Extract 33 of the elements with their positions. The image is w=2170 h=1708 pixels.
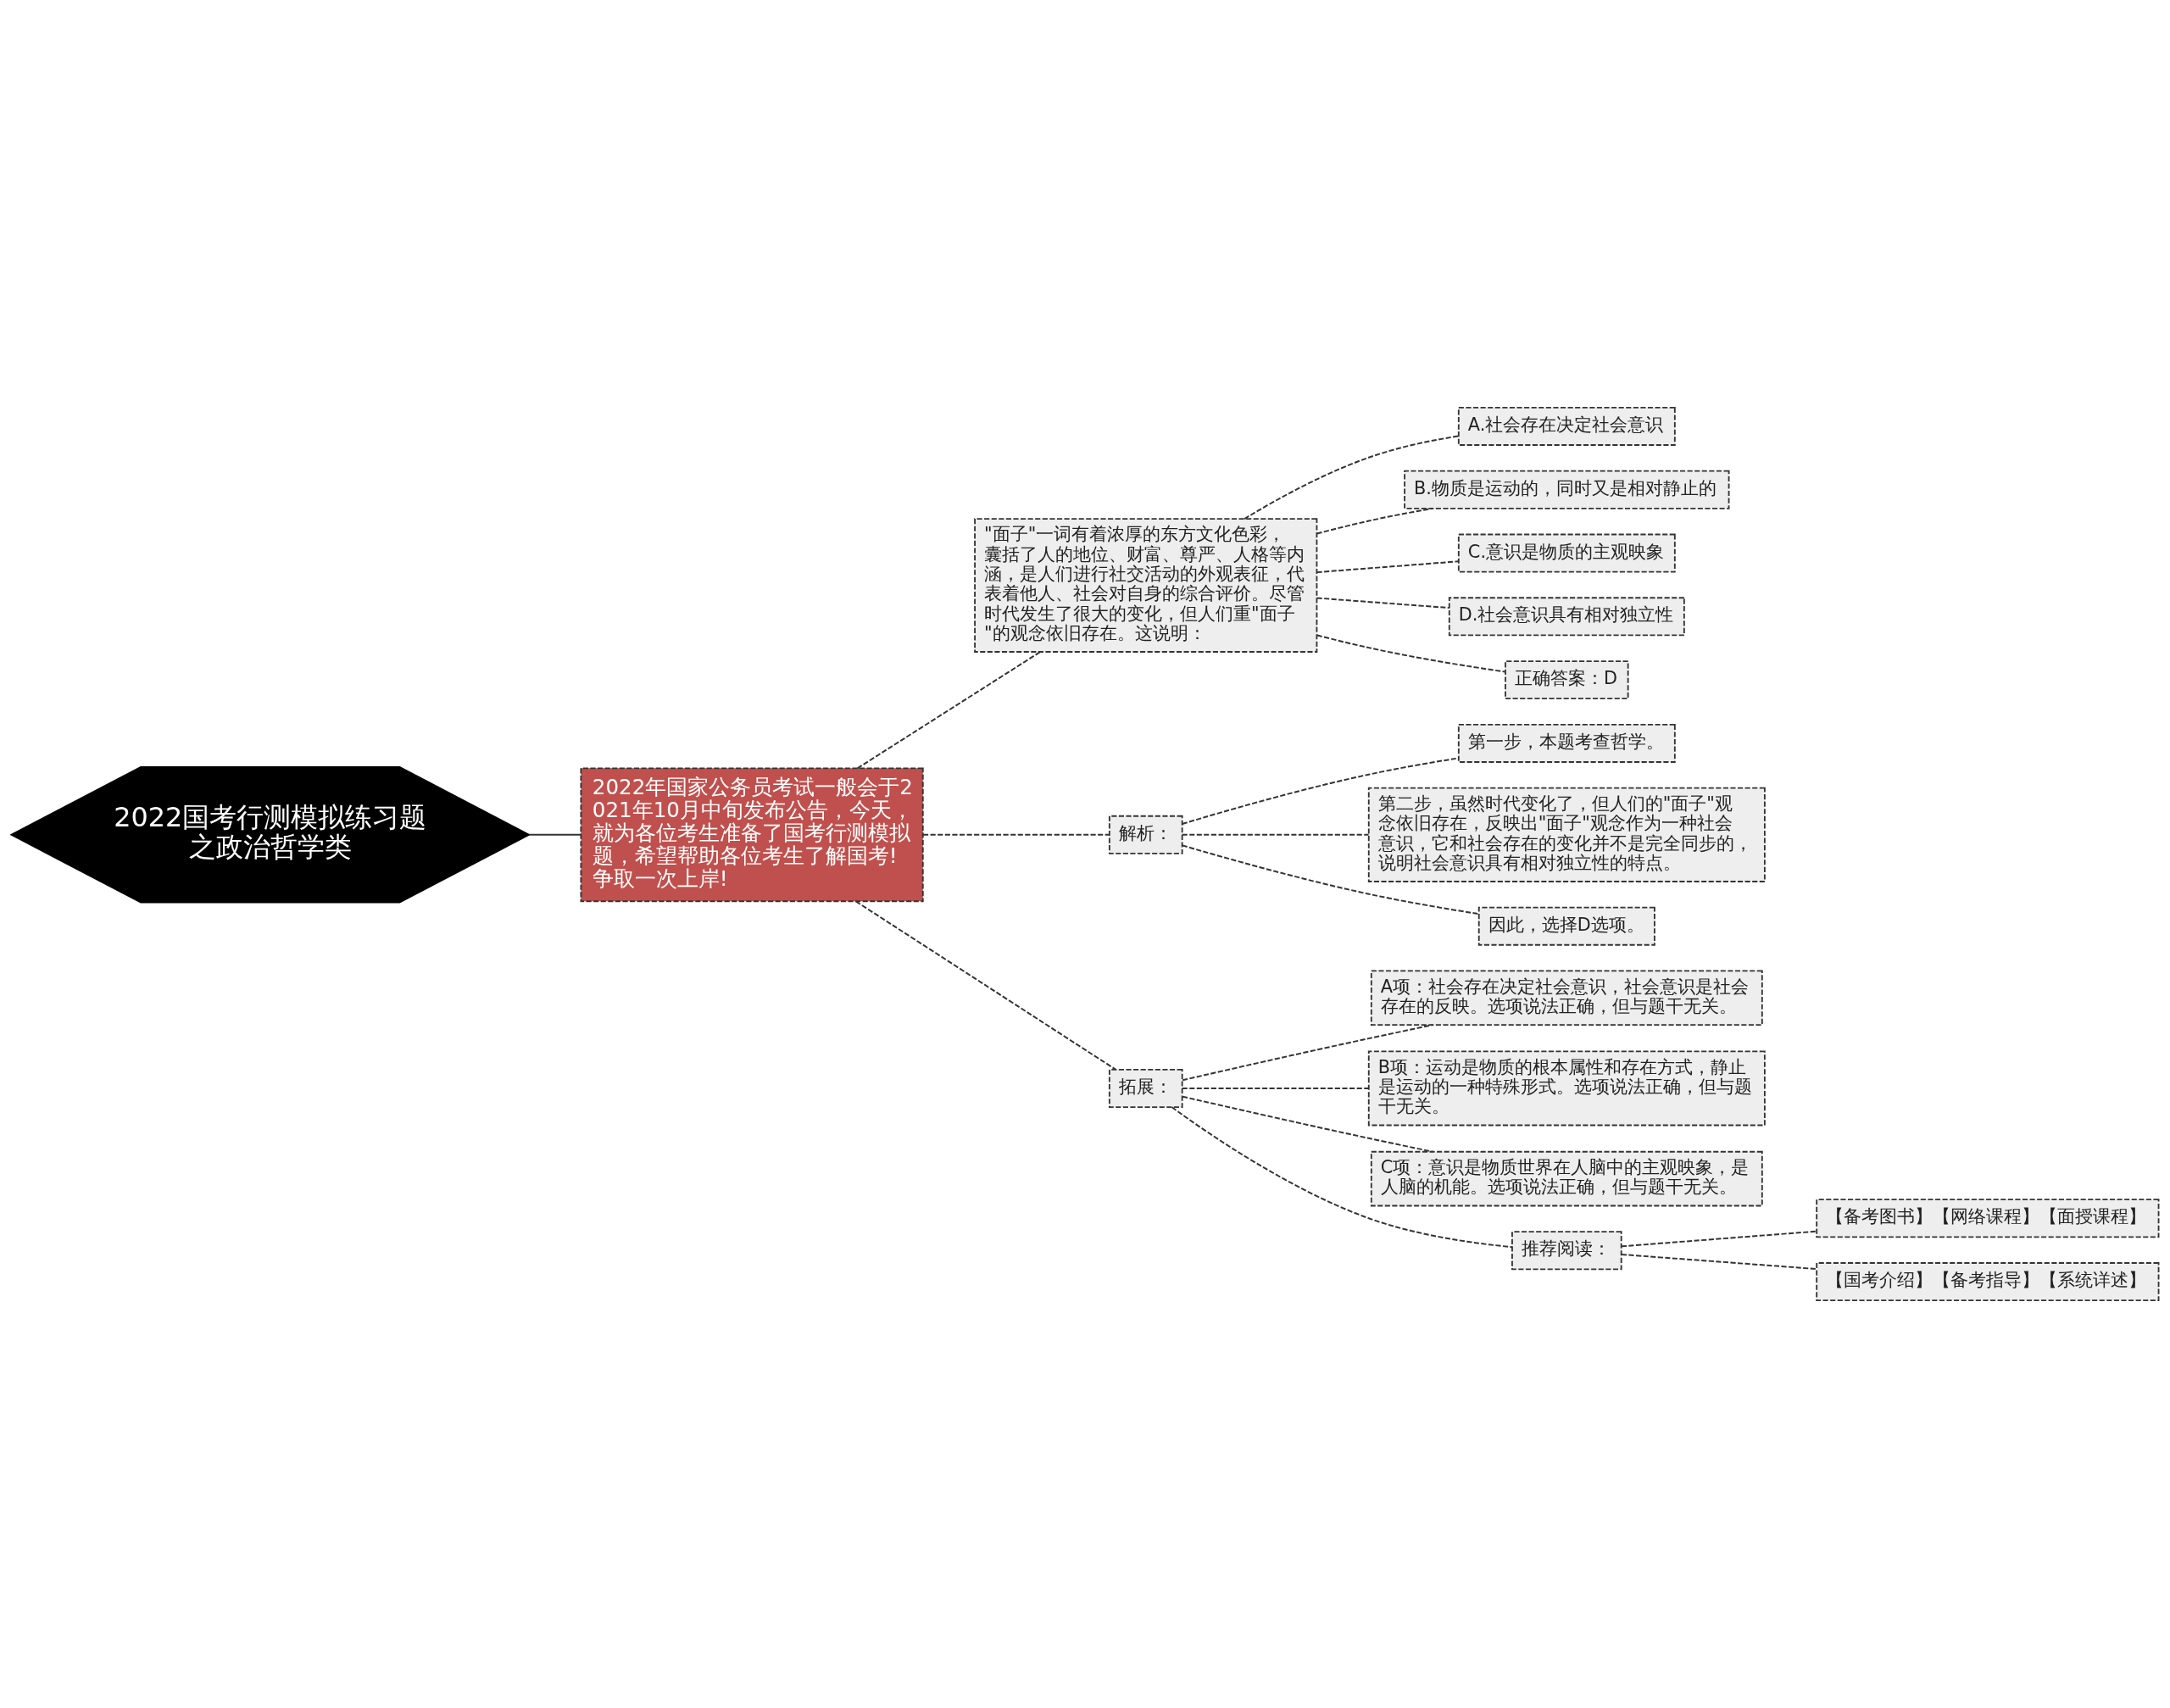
connector (1181, 844, 1480, 915)
node-box: C项：意识是物质世界在人脑中的主观映象，是人脑的机能。选项说法正确，但与题干无关。 (1370, 1150, 1763, 1207)
node-box: 【备考图书】【网络课程】【面授课程】 (1816, 1199, 2160, 1238)
connector (528, 833, 582, 836)
node-box: D.社会意识具有相对独立性 (1448, 597, 1685, 637)
connector (856, 651, 1042, 770)
connector (1316, 507, 1434, 535)
connector (1181, 833, 1370, 836)
connector (922, 833, 1110, 836)
node-box: A.社会存在决定社会意识 (1457, 406, 1676, 446)
node-box: 拓展： (1108, 1069, 1183, 1108)
connector (1181, 1088, 1370, 1089)
connector (1621, 1254, 1818, 1271)
node-box: 因此，选择D选项。 (1477, 906, 1655, 946)
node-box: "面子"一词有着浓厚的东方文化色彩，囊括了人的地位、财富、尊严、人格等内涵，是人们进行社交活动的外观表征，代表着他人、社会对自身的综合评价。尽管时代发生了很大的变化，但人们重"面子"的观念依旧存在。这说明： (974, 518, 1318, 653)
connector (1621, 1230, 1818, 1248)
node-box: B.物质是运动的，同时又是相对静止的 (1404, 470, 1730, 509)
node-box: 推荐阅读： (1511, 1231, 1622, 1271)
node-box: 2022年国家公务员考试一般会于2021年10月中旬发布公告，今天，就为各位考生准备了国考行测模拟题，希望帮助各位考生了解国考!争取一次上岸! (580, 767, 924, 903)
connector (1171, 1106, 1513, 1249)
node-box: 正确答案：D (1505, 660, 1629, 700)
node-box: C.意识是物质的主观映象 (1457, 533, 1676, 573)
node-box: 第一步，本题考查哲学。 (1457, 723, 1676, 763)
node-box: B项：运动是物质的根本属性和存在方式，静止是运动的一种特殊形式。选项说法正确，但与题干无关。 (1367, 1050, 1766, 1127)
node-box: 第二步，虽然时代变化了，但人们的"面子"观念依旧存在，反映出"面子"观念作为一种社会意识，它和社会存在的变化并不是完全同步的，说明社会意识具有相对独立性的特点。 (1367, 787, 1766, 882)
connector (1244, 435, 1460, 520)
connector (1316, 597, 1450, 609)
connector (1316, 634, 1506, 673)
node-box: A项：社会存在决定社会意识，社会意识是社会存在的反映。选项说法正确，但与题干无关。 (1370, 970, 1763, 1026)
node-box: 解析： (1108, 815, 1183, 854)
connector (1316, 560, 1460, 574)
node-box: 【国考介绍】【备考指导】【系统详述】 (1816, 1262, 2160, 1301)
connector (854, 900, 1117, 1071)
